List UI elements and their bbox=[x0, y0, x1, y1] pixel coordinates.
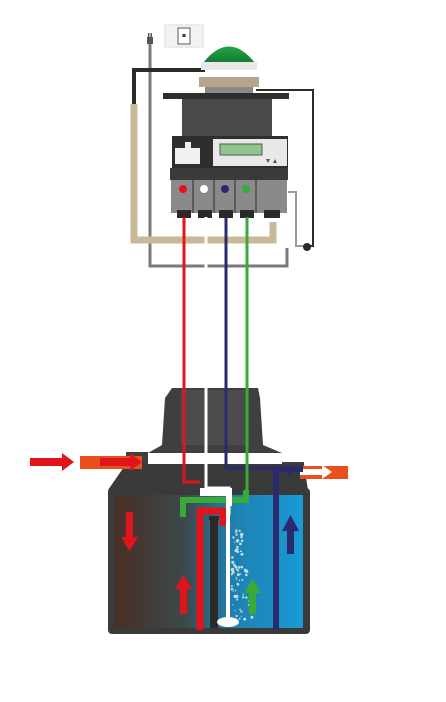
air-bubble bbox=[241, 536, 243, 539]
air-bubble bbox=[240, 532, 244, 537]
warning-beacon-icon bbox=[199, 46, 259, 93]
flow-arrow-icon bbox=[30, 453, 74, 471]
air-bubble bbox=[236, 598, 239, 601]
air-bubble bbox=[231, 570, 235, 574]
air-bubble bbox=[241, 578, 244, 581]
air-bubble bbox=[236, 545, 239, 549]
air-bubble bbox=[245, 573, 248, 577]
return-sludge-line bbox=[182, 217, 200, 484]
air-bubble bbox=[236, 573, 240, 577]
flow-arrow-icon bbox=[175, 575, 192, 614]
air-bubble bbox=[232, 590, 235, 592]
air-bubble bbox=[232, 588, 234, 590]
flow-arrows bbox=[121, 512, 299, 614]
air-bubble bbox=[233, 563, 236, 567]
control-unit bbox=[163, 93, 289, 218]
air-bubble bbox=[239, 542, 242, 546]
wall-socket-icon bbox=[164, 24, 204, 48]
air-bubbles-icon bbox=[230, 529, 254, 621]
port-dot-green bbox=[242, 185, 250, 193]
air-bubble bbox=[235, 594, 239, 599]
inlet-pipe bbox=[30, 453, 142, 471]
air-bubble bbox=[234, 565, 238, 569]
air-bubble bbox=[240, 552, 244, 556]
air-bubble bbox=[231, 572, 233, 575]
air-bubble bbox=[235, 614, 238, 618]
air-bubble bbox=[236, 568, 239, 571]
air-bubble bbox=[240, 615, 242, 618]
flow-arrow-icon bbox=[282, 515, 299, 554]
air-bubble bbox=[235, 533, 238, 536]
air-bubble bbox=[230, 585, 233, 588]
flow-arrow-icon bbox=[300, 465, 332, 479]
air-bubble bbox=[238, 529, 241, 532]
air-bubble bbox=[231, 560, 235, 564]
port-dot-red bbox=[179, 185, 187, 193]
air-bubble bbox=[240, 610, 243, 613]
air-bubble bbox=[242, 596, 245, 599]
air-bubble bbox=[234, 549, 238, 553]
power-cables bbox=[130, 44, 314, 268]
air-bubble bbox=[234, 541, 236, 543]
air-bubble bbox=[234, 589, 237, 592]
air-bubble bbox=[242, 593, 245, 596]
internal-pipework bbox=[180, 466, 303, 630]
air-bubble bbox=[240, 550, 243, 552]
air-bubble bbox=[245, 596, 248, 599]
power-plug-icon bbox=[147, 33, 153, 44]
air-bubble bbox=[239, 573, 242, 575]
air-bubble bbox=[232, 604, 234, 606]
air-bubble bbox=[233, 536, 235, 539]
air-bubble bbox=[250, 615, 254, 619]
valve-block bbox=[171, 180, 287, 213]
port-dot-blue bbox=[221, 185, 229, 193]
flow-arrow-icon bbox=[244, 579, 261, 614]
outlet-pipe bbox=[300, 465, 348, 479]
air-diffuser bbox=[217, 617, 239, 627]
flow-arrow-icon bbox=[121, 512, 138, 551]
air-bubble bbox=[234, 610, 236, 612]
air-bubble bbox=[231, 556, 234, 559]
air-bubble bbox=[235, 578, 238, 580]
air-bubble bbox=[247, 604, 250, 606]
air-bubble bbox=[236, 582, 240, 586]
air-bubble bbox=[240, 565, 244, 569]
air-bubble bbox=[243, 568, 247, 572]
relay-module bbox=[175, 148, 200, 164]
air-bubble bbox=[236, 538, 239, 541]
air-bubble bbox=[237, 566, 241, 569]
air-bubble bbox=[235, 529, 238, 532]
port-dot-white bbox=[200, 185, 208, 193]
air-bubble bbox=[240, 539, 244, 543]
air-bubble bbox=[238, 617, 241, 620]
air-bubble bbox=[239, 608, 242, 611]
flow-arrow-icon bbox=[100, 453, 142, 471]
air-bubble bbox=[238, 579, 241, 582]
air-bubble bbox=[244, 618, 247, 620]
air-bubble bbox=[235, 576, 237, 579]
air-bubble bbox=[230, 567, 235, 572]
lcd-screen bbox=[219, 143, 263, 156]
